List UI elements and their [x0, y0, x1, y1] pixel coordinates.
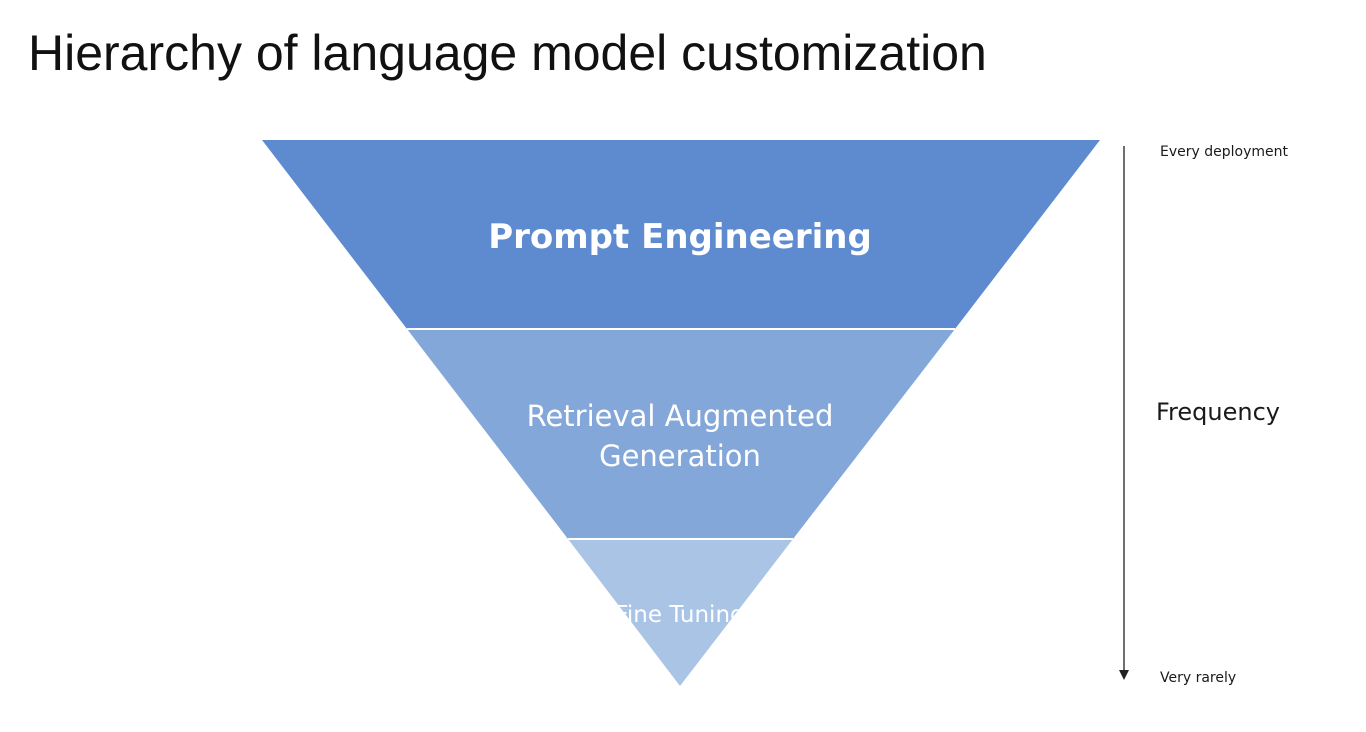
layer-fine-tuning	[568, 539, 793, 686]
layer-label-rag-line-1: Retrieval Augmented	[527, 399, 834, 433]
axis-title: Frequency	[1156, 398, 1280, 426]
axis-bottom-label: Very rarely	[1160, 670, 1237, 686]
layer-label-prompt-engineering: Prompt Engineering	[488, 217, 872, 257]
layer-retrieval-augmented-generation	[407, 329, 955, 539]
axis-top-label: Every deployment	[1160, 144, 1288, 160]
frequency-arrow	[1119, 146, 1129, 680]
layer-label-fine-tuning: Fine Tuning	[615, 602, 744, 628]
layer-prompt-engineering	[262, 140, 1100, 329]
layer-label-rag-line-2: Generation	[599, 439, 761, 473]
slide-title: Hierarchy of language model customizatio…	[28, 25, 987, 81]
